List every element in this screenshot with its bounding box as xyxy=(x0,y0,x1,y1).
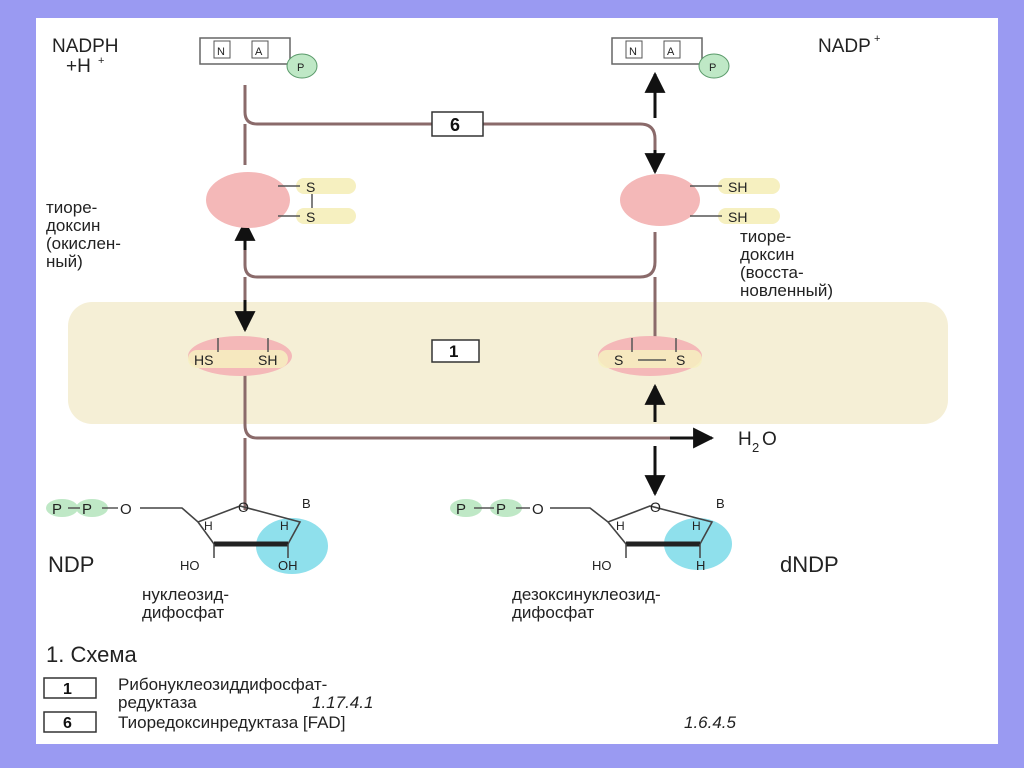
enzyme-6-number: 6 xyxy=(450,115,460,135)
thioredoxin-red-line-1: тиоре- xyxy=(740,227,791,246)
dndp-abbr: dNDP xyxy=(780,552,839,577)
dndp-p2: P xyxy=(496,501,506,518)
dndp-name-line-2: дифосфат xyxy=(512,603,594,622)
dndp-ring-o: O xyxy=(650,499,661,515)
enzyme-s2-label: S xyxy=(676,352,685,368)
nadp-n-label: N xyxy=(629,46,637,58)
nadph-icon: N A P xyxy=(199,37,318,79)
ndp-ring-o: O xyxy=(238,499,249,515)
thioredoxin-ox-s2: S xyxy=(306,209,315,225)
dndp-base: B xyxy=(716,496,725,511)
legend: 1. Схема 1 Рибонуклеозиддифосфат- редукт… xyxy=(43,642,737,733)
thioredoxin-red-line-3: (восста- xyxy=(740,263,804,282)
nadp-p-label: P xyxy=(297,62,304,74)
dndp-h1: H xyxy=(616,519,625,533)
ndp-o: O xyxy=(120,501,132,518)
dndp-o: O xyxy=(532,501,544,518)
arrows xyxy=(234,71,715,497)
nadp-a-label: A xyxy=(667,46,675,58)
nadp-a-label: A xyxy=(255,46,263,58)
thioredoxin-oxidized: S S xyxy=(206,172,356,228)
legend-item-1-line-2: редуктаза xyxy=(118,693,197,712)
legend-item-6-ec: 1.6.4.5 xyxy=(684,713,737,732)
ndp-base: B xyxy=(302,496,311,511)
nadp-p-label: P xyxy=(709,62,716,74)
water-product: H 2 O xyxy=(738,429,777,455)
thioredoxin-red-sh2: SH xyxy=(728,209,747,225)
dndp-name-line-1: дезоксинуклеозид- xyxy=(512,585,661,604)
legend-item-1-line-1: Рибонуклеозиддифосфат- xyxy=(118,675,327,694)
dndp-h: H xyxy=(696,558,705,573)
nadp-label: NADP xyxy=(818,36,871,57)
thioredoxin-ox-line-4: ный) xyxy=(46,252,83,271)
thioredoxin-ox-label: тиоре- доксин (окислен- ный) xyxy=(46,198,121,271)
thioredoxin-ox-line-1: тиоре- xyxy=(46,198,97,217)
ndp-p1: P xyxy=(52,501,62,518)
nadp-charge: + xyxy=(874,33,880,45)
legend-item-6-line-1: Тиоредоксинредуктаза [FAD] xyxy=(118,713,345,732)
enzyme-1-box: 1 xyxy=(431,339,480,363)
ndp-molecule: P P O O B H H HO OH xyxy=(46,496,328,574)
thioredoxin-ox-line-3: (окислен- xyxy=(46,234,121,253)
dndp-p1: P xyxy=(456,501,466,518)
enzyme-sh-label: SH xyxy=(258,352,277,368)
dndp-h2: H xyxy=(692,519,701,533)
enzyme-hs-label: HS xyxy=(194,352,213,368)
legend-title: 1. Схема xyxy=(46,642,137,667)
legend-item-6-num: 6 xyxy=(63,715,72,732)
enzyme-reduced-state: HS SH xyxy=(188,336,292,376)
water-sub: 2 xyxy=(752,440,759,455)
dndp-molecule: P P O O B H H HO H xyxy=(450,496,732,573)
thioredoxin-reduced: SH SH xyxy=(620,174,780,226)
thioredoxin-red-line-4: новленный) xyxy=(740,281,833,300)
thioredoxin-red-sh1: SH xyxy=(728,179,747,195)
ndp-p2: P xyxy=(82,501,92,518)
pathway-lines xyxy=(243,85,700,510)
enzyme-1-number: 1 xyxy=(449,342,458,361)
ndp-h1: H xyxy=(204,519,213,533)
thioredoxin-ox-s1: S xyxy=(306,179,315,195)
ndp-h2: H xyxy=(280,519,289,533)
legend-box-6 xyxy=(43,711,97,733)
water-o: O xyxy=(762,429,777,450)
legend-box-1 xyxy=(43,677,97,699)
thioredoxin-red-label: тиоре- доксин (восста- новленный) xyxy=(740,227,833,300)
enzyme-s1-label: S xyxy=(614,352,623,368)
nadph-h-label: +H xyxy=(66,56,91,77)
ndp-abbr: NDP xyxy=(48,552,94,577)
enzyme-6-box: 6 xyxy=(431,111,484,137)
water-h: H xyxy=(738,429,752,450)
nadp-n-label: N xyxy=(217,46,225,58)
nadp-icon: N A P xyxy=(611,37,730,79)
thioredoxin-ox-line-2: доксин xyxy=(46,216,100,235)
nadph-label: NADPH xyxy=(52,36,119,57)
legend-item-1-ec: 1.17.4.1 xyxy=(312,693,373,712)
legend-item-1-num: 1 xyxy=(63,681,72,698)
dndp-ho: HO xyxy=(592,558,612,573)
ndp-oh: OH xyxy=(278,558,298,573)
enzyme-band xyxy=(68,302,948,424)
nadph-charge: + xyxy=(98,55,104,67)
ndp-name-line-1: нуклеозид- xyxy=(142,585,229,604)
enzyme-oxidized-state: S S xyxy=(598,336,702,376)
thioredoxin-red-line-2: доксин xyxy=(740,245,794,264)
ndp-name-line-2: дифосфат xyxy=(142,603,224,622)
ndp-ho: HO xyxy=(180,558,200,573)
